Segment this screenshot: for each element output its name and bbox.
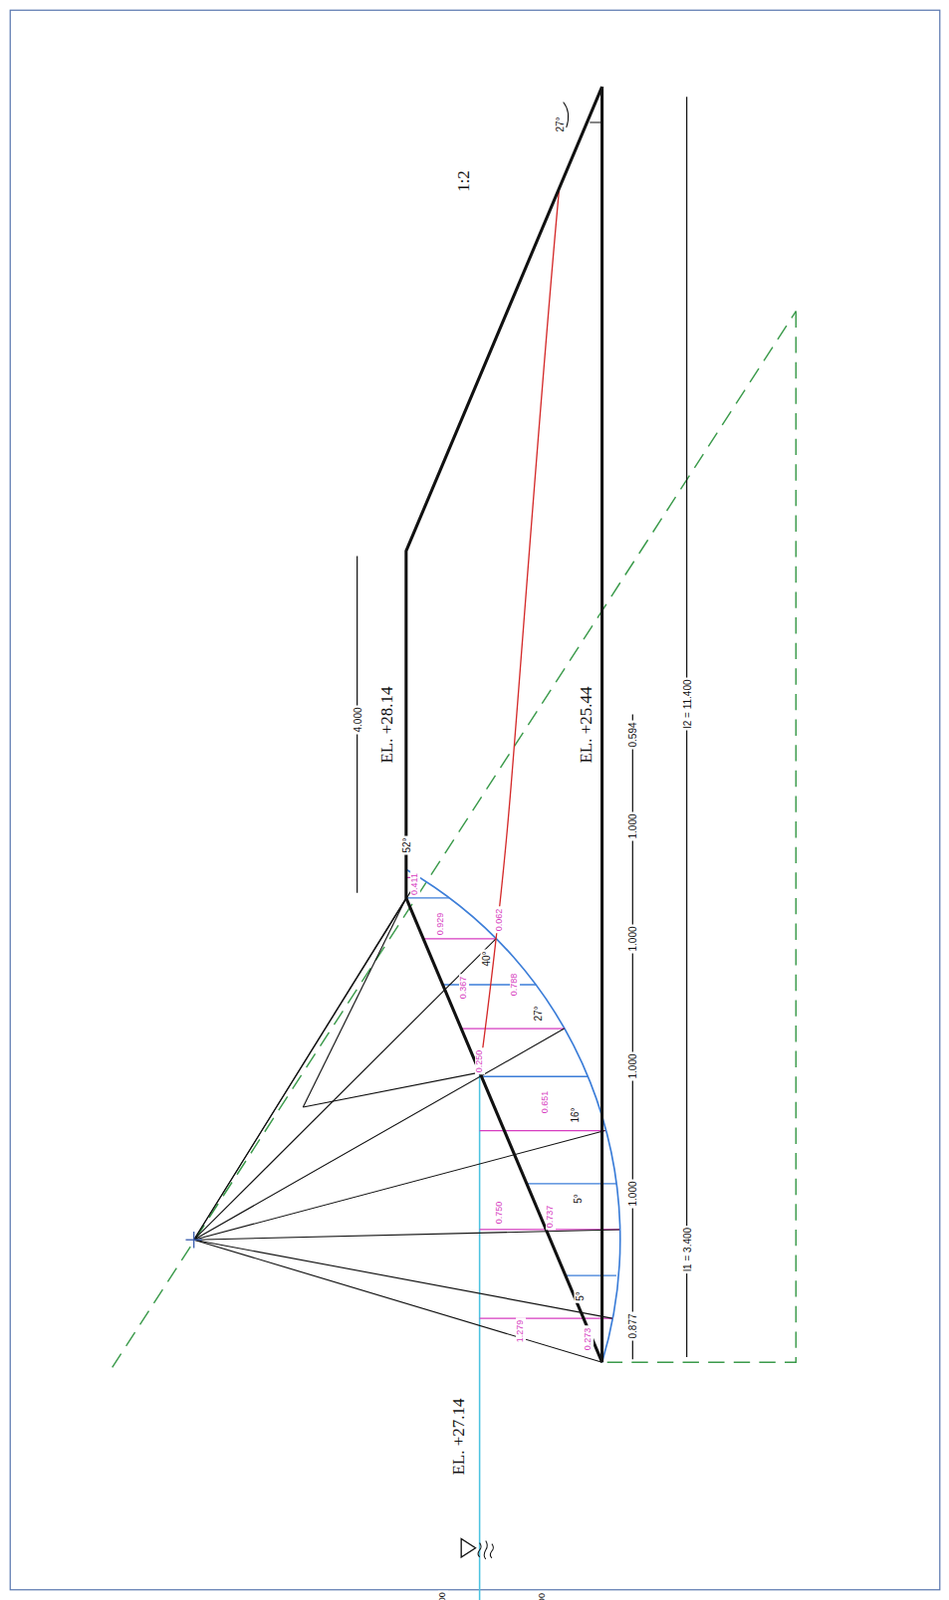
slice-value: 0.651 [540,1089,551,1117]
elevation-label: EL. +27.14 [450,1396,470,1477]
dimension: 1.000 [627,1051,639,1081]
dimension: l2 = 11.400 [681,678,693,731]
angle-label: 40° [479,949,491,969]
slice-value: 0.062 [494,907,505,935]
angle-label: 5° [571,1191,583,1206]
angle-label: 5° [574,1289,586,1304]
elevation-label: EL. +25.44 [577,684,597,765]
slope-ratio: 1:2 [455,169,475,196]
slice-value: 0.273 [583,1325,594,1353]
slice-value: 0.411 [410,871,421,898]
angle-label: 52° [400,835,412,855]
angle-label: 16° [568,1106,580,1126]
dimension: 1.000 [627,812,639,842]
angle-label: 27° [532,1003,544,1023]
dimension: h = 1.700 [537,1591,548,1600]
dimension: 1.000 [627,924,639,953]
slice-value: 0.367 [459,974,470,1002]
dimension: 0.594 [627,719,639,749]
dimension: 4.000 [351,705,363,734]
slice-value: 0.788 [510,971,521,999]
dimension: 0.877 [627,1312,639,1342]
dimension: w = 1.000 [438,1591,449,1600]
elevation-label: EL. +28.14 [378,684,398,765]
slice-value: 0.929 [436,910,447,938]
dimension: l1 = 3.400 [681,1225,693,1274]
angle-label: 27° [553,114,565,134]
slice-value: 0.250 [474,1048,485,1076]
dimension: 1.000 [627,1180,639,1209]
slice-value: 0.750 [494,1198,505,1226]
slice-value: 1.279 [515,1318,526,1346]
slice-value: 0.737 [545,1202,556,1230]
